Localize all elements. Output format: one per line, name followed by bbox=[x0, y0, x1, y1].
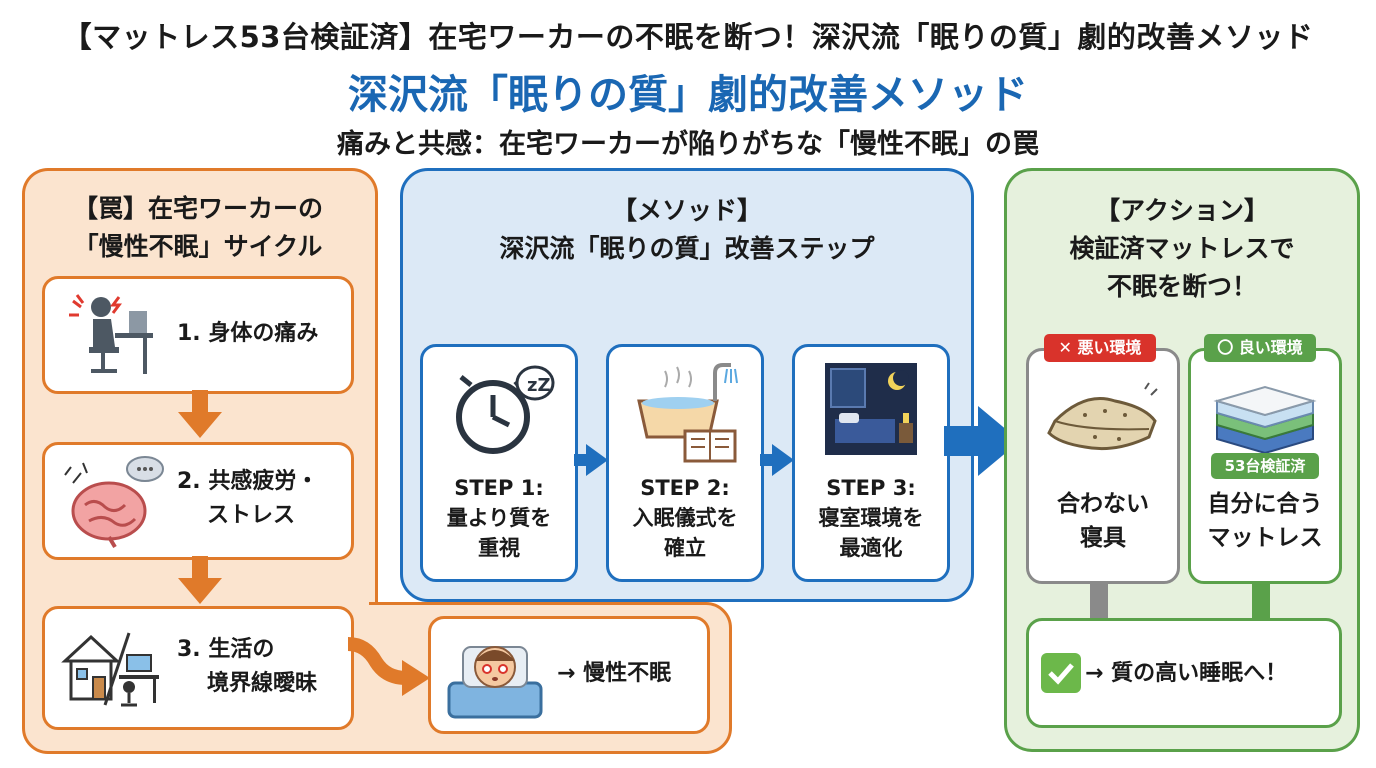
main-title: 深沢流「眠りの質」劇的改善メソッド bbox=[348, 72, 1028, 118]
home-office-icon bbox=[61, 632, 159, 707]
right-arrow bbox=[760, 444, 794, 476]
sleepless-person-icon bbox=[447, 646, 543, 719]
down-arrow bbox=[178, 390, 222, 438]
curved-arrow bbox=[347, 637, 430, 696]
connector bbox=[1252, 578, 1270, 622]
good-badge: 〇 良い環境 bbox=[1204, 334, 1316, 362]
trap-title: 【罠】在宅ワーカーの 「慢性不眠」サイクル bbox=[72, 194, 323, 261]
bad-environment-card: 合わない 寝具 bbox=[1026, 348, 1180, 584]
bad-badge: ✕ 悪い環境 bbox=[1044, 334, 1156, 362]
mattress-layers-icon bbox=[1213, 385, 1317, 455]
trap-step-2: 2. 共感疲労・ ストレス bbox=[42, 442, 354, 560]
action-title: 【アクション】 検証済マットレスで 不眠を断つ！ bbox=[1069, 196, 1295, 301]
big-right-arrow bbox=[944, 406, 1020, 476]
down-arrow bbox=[178, 556, 222, 604]
connector bbox=[1090, 578, 1108, 622]
method-title: 【メソッド】 深沢流「眠りの質」改善ステップ bbox=[499, 196, 875, 263]
brain-icon bbox=[64, 456, 164, 549]
desk-pain-icon bbox=[69, 294, 153, 374]
method-step-3: STEP 3: 寝室環境を 最適化 bbox=[792, 344, 950, 582]
check-icon bbox=[1041, 653, 1081, 693]
clock-zzz-icon: zZ bbox=[456, 365, 555, 454]
subtitle: 痛みと共感：在宅ワーカーが陥りがちな「慢性不眠」の罠 bbox=[337, 129, 1039, 160]
method-step-2: STEP 2: 入眠儀式を 確立 bbox=[606, 344, 764, 582]
top-title: 【マットレス53台検証済】在宅ワーカーの不眠を断つ！深沢流「眠りの質」劇的改善メ… bbox=[62, 20, 1314, 54]
verified-tag: 53台検証済 bbox=[1211, 453, 1319, 479]
trap-result: → 慢性不眠 bbox=[428, 616, 710, 734]
trap-step-1: 1. 身体の痛み bbox=[42, 276, 354, 394]
right-arrow bbox=[574, 444, 608, 476]
worn-mattress-icon bbox=[1047, 382, 1158, 451]
svg-text:zZ: zZ bbox=[527, 375, 551, 396]
bedroom-icon bbox=[825, 363, 917, 455]
bath-book-icon bbox=[637, 363, 738, 463]
action-result: → 質の高い睡眠へ！ bbox=[1026, 618, 1342, 728]
trap-step-3: 3. 生活の 境界線曖昧 bbox=[42, 606, 354, 730]
method-step-1: zZ STEP 1: 量より質を 重視 bbox=[420, 344, 578, 582]
good-environment-card: 53台検証済 自分に合う マットレス bbox=[1188, 348, 1342, 584]
